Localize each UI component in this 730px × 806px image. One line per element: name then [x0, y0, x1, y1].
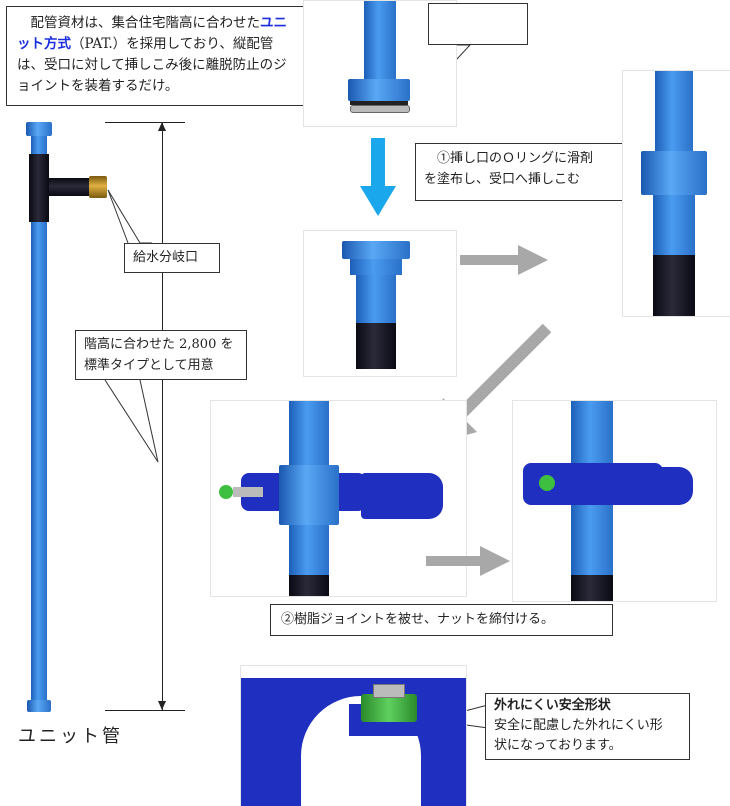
dimension-line — [162, 122, 163, 710]
dimension-tick-bottom — [105, 710, 185, 711]
intro-textbox: 配管資材は、集合住宅階高に合わせたユニット方式（PAT.）を採用しており、縦配管… — [6, 6, 304, 106]
inserted-panel — [622, 70, 730, 317]
feature-line1: 安全に配慮した外れにくい形 — [494, 718, 663, 733]
right-arrow-icon — [460, 245, 548, 275]
down-arrow-icon — [360, 138, 396, 216]
green-nut-icon — [361, 694, 417, 722]
step2-box: ②樹脂ジョイントを被せ、ナットを締付ける。 — [270, 604, 613, 636]
intro-text-rest: （PAT.）を採用しており、縦配管は、受口に対して挿しこみ後に離脱防止のジョイン… — [17, 36, 287, 94]
oring-callout-box — [428, 3, 528, 45]
standard-type-label: 階高に合わせた 2,800 を 標準タイプとして用意 — [75, 330, 247, 380]
standard-type-line1: 階高に合わせた 2,800 を — [84, 337, 234, 352]
step1-box: ①挿し口のＯリングに滑剤 を塗布し、受口へ挿しこむ — [415, 143, 640, 201]
socket-panel — [303, 230, 457, 377]
clamp-open-panel — [210, 400, 467, 597]
nut-icon-closed — [539, 475, 555, 491]
branch-label: 給水分岐口 — [124, 243, 220, 273]
unit-pipe-caption: ユニット管 — [18, 726, 123, 747]
feature-line2: 状になっております。 — [494, 738, 622, 753]
feature-title: 外れにくい安全形状 — [494, 698, 611, 713]
feature-box: 外れにくい安全形状 安全に配慮した外れにくい形 状になっております。 — [485, 693, 690, 760]
dimension-tick-top — [105, 122, 185, 123]
closeup-panel — [240, 665, 467, 806]
standard-type-line2: 標準タイプとして用意 — [84, 358, 214, 373]
intro-text: 配管資材は、集合住宅階高に合わせた — [30, 15, 261, 31]
step1-line2: を塗布し、受口へ挿しこむ — [424, 172, 581, 187]
step1-line1: ①挿し口のＯリングに滑剤 — [437, 151, 594, 166]
intro-highlight: ユニット方式 — [17, 15, 287, 52]
right-arrow-icon-2 — [426, 546, 510, 576]
spigot-panel — [303, 0, 457, 127]
brass-fitting-icon — [89, 176, 107, 198]
nut-icon — [219, 485, 233, 499]
clamp-closed-panel — [512, 400, 717, 602]
